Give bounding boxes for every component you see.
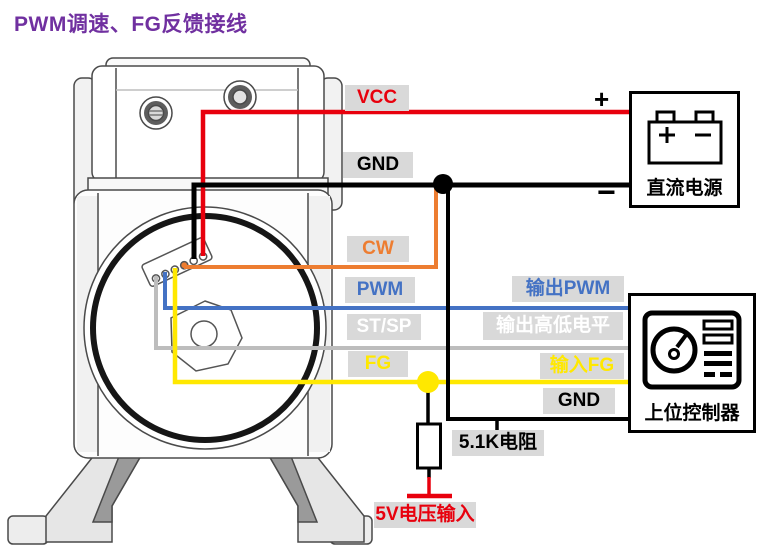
fg-junction-dot — [417, 371, 439, 393]
resistor-body — [416, 422, 442, 470]
stsp-wire — [154, 276, 630, 350]
gnd-wire — [191, 182, 630, 259]
power-supply-box: 直流电源 — [629, 91, 740, 208]
gnd-junction-dot — [433, 174, 453, 194]
resistor-label: 5.1K电阻 — [452, 430, 544, 456]
diagram-title: PWM调速、FG反馈接线 — [14, 13, 248, 36]
vcc-wire — [200, 109, 630, 256]
output-pwm-label: 输出PWM — [512, 276, 624, 302]
output-level-label: 输出高低电平 — [483, 312, 623, 340]
input-fg-label: 输入FG — [540, 353, 624, 379]
minus-terminal-sign: − — [597, 174, 616, 210]
controller-label: 上位控制器 — [644, 403, 740, 424]
cw-wire — [184, 188, 438, 269]
fg-label: FG — [348, 351, 408, 377]
mounting-feet — [7, 453, 373, 545]
vcc-label: VCC — [345, 85, 409, 111]
pwm-label: PWM — [345, 277, 415, 303]
gnd-right-label: GND — [543, 388, 615, 414]
stsp-label: ST/SP — [347, 314, 421, 340]
cw-label: CW — [347, 236, 409, 262]
pump-motor-illustration — [7, 57, 373, 545]
gnd-left-label: GND — [343, 152, 413, 178]
pump-port-right — [223, 80, 257, 114]
pump-port-left — [139, 96, 173, 130]
wire-layer — [154, 109, 630, 499]
fg-wire — [172, 268, 630, 385]
pwm-wire — [163, 272, 630, 310]
five-v-input-label: 5V电压输入 — [374, 502, 476, 528]
battery-icon — [647, 110, 722, 165]
plus-terminal-sign: + — [594, 84, 610, 114]
controller-box: 上位控制器 — [628, 293, 756, 433]
power-supply-label: 直流电源 — [646, 178, 723, 199]
gnd-bus-wire — [446, 184, 630, 421]
gauge-panel-icon — [642, 310, 742, 390]
